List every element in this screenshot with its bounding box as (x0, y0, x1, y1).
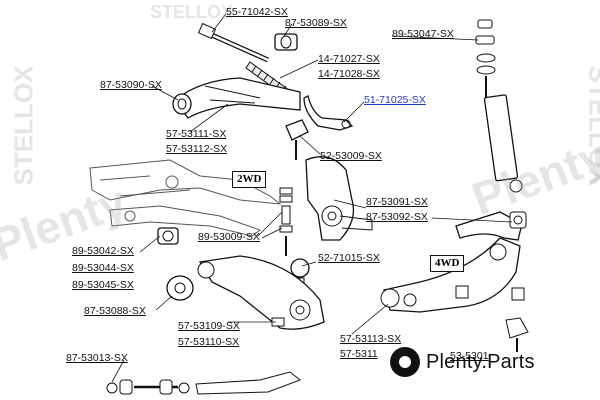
label-52-53010[interactable]: 53-5301 (450, 350, 489, 362)
label-52-53009[interactable]: 52-53009-SX (320, 150, 382, 162)
tie-rod-illustration (197, 22, 270, 63)
label-87-53090[interactable]: 87-53090-SX (100, 79, 162, 91)
brand-name: Plenty (426, 350, 482, 373)
tag-2wd: 2WD (232, 171, 267, 188)
label-57-53112[interactable]: 57-53112-SX (166, 143, 228, 155)
upper-ball-joint-illustration (285, 119, 309, 160)
label-51-71025[interactable]: 51-71025-SX (364, 94, 426, 106)
frame-illustration (89, 159, 282, 237)
label-57-53114[interactable]: 57-5311 (340, 348, 378, 360)
stabilizer-bushing-illustration (157, 227, 179, 245)
tie-rod-end-illustration (303, 95, 354, 131)
label-89-53009[interactable]: 89-53009-SX (198, 231, 260, 243)
label-87-53013[interactable]: 87-53013-SX (66, 352, 128, 364)
stabilizer-link-illustration (279, 187, 293, 256)
tag-4wd: 4WD (430, 255, 465, 272)
brand-logo-text: Plenty.Parts (426, 351, 535, 374)
upper-control-arm-illustration (172, 77, 301, 119)
label-89-53045[interactable]: 89-53045-SX (72, 279, 134, 291)
leader-lines (111, 13, 513, 383)
label-57-53113[interactable]: 57-53113-SX (340, 333, 402, 345)
label-14-71028[interactable]: 14-71028-SX (318, 68, 380, 80)
upper-control-arm-4wd-illustration (455, 211, 527, 241)
brand-suffix: .Parts (481, 350, 535, 373)
label-87-53091[interactable]: 87-53091-SX (366, 196, 428, 208)
label-87-53089[interactable]: 87-53089-SX (285, 17, 347, 29)
shock-absorber-illustration (475, 19, 523, 193)
lower-control-arm-4wd-illustration (380, 237, 529, 352)
label-55-71042[interactable]: 55-71042-SX (226, 6, 288, 18)
label-57-53111[interactable]: 57-53111-SX (166, 128, 227, 140)
label-57-53110[interactable]: 57-53110-SX (178, 336, 240, 348)
label-89-53044[interactable]: 89-53044-SX (72, 262, 134, 274)
upper-bushing-illustration (274, 33, 298, 51)
label-87-53092[interactable]: 87-53092-SX (366, 211, 428, 223)
lower-control-arm-2wd-illustration (197, 255, 325, 330)
steering-knuckle-illustration (305, 156, 373, 241)
lower-bushing-illustration (166, 275, 194, 301)
brand-logo-icon (390, 347, 420, 377)
label-52-71015[interactable]: 52-71015-SX (318, 252, 380, 264)
label-14-71027[interactable]: 14-71027-SX (318, 53, 380, 65)
label-57-53109[interactable]: 57-53109-SX (178, 320, 240, 332)
label-87-53088[interactable]: 87-53088-SX (84, 305, 146, 317)
brand-logo: Plenty.Parts (390, 344, 535, 380)
label-89-53042[interactable]: 89-53042-SX (72, 245, 134, 257)
bottom-link-illustration (106, 371, 301, 395)
label-89-53047[interactable]: 89-53047-SX (392, 28, 454, 40)
